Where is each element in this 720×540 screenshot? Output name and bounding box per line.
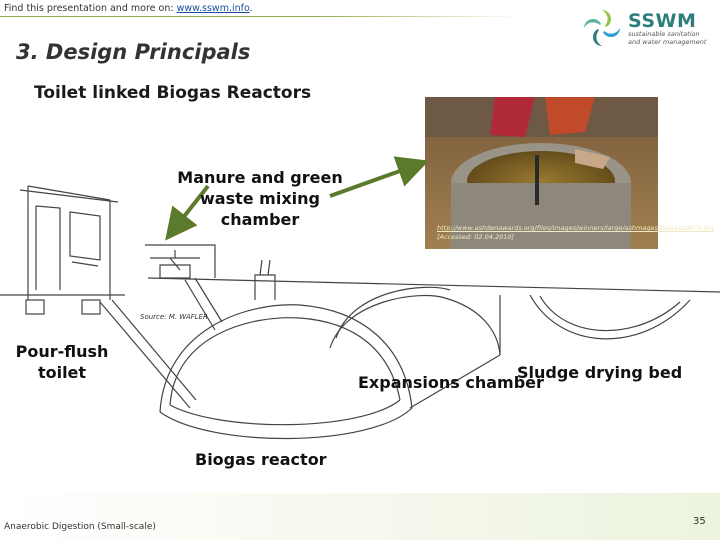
sswm-logo: SSWM sustainable sanitation and water ma… — [580, 6, 720, 52]
top-note-suffix: . — [249, 3, 253, 14]
pour-flush-label: Pour-flush toilet — [12, 341, 112, 383]
toilet-house — [19, 185, 119, 300]
manure-label-line2: waste mixing — [200, 189, 320, 208]
top-note: Find this presentation and more on: www.… — [4, 3, 253, 14]
reactor-dome — [169, 317, 401, 406]
manure-label-line1: Manure and green — [177, 168, 343, 187]
logo-wordmark: SSWM — [628, 10, 697, 32]
pour-flush-line1: Pour-flush — [15, 342, 109, 361]
sswm-link[interactable]: www.sswm.info — [176, 3, 250, 14]
ground-line — [0, 277, 720, 296]
biogas-reactor-label: Biogas reactor — [195, 450, 327, 469]
manure-chamber-label: Manure and green waste mixing chamber — [170, 167, 350, 230]
manure-label-line3: chamber — [220, 210, 300, 229]
logo-subtitle-line1: sustainable sanitation — [628, 30, 700, 38]
footer-title: Anaerobic Digestion (Small-scale) — [4, 522, 156, 532]
sswm-logo-icon — [582, 8, 622, 48]
diagram-source: Source: M. WAFLER — [140, 313, 208, 321]
arrow-to-photo — [329, 156, 430, 198]
photo-credit: http://www.ashdenawards.org/files/images… — [437, 224, 714, 242]
footer-band — [0, 493, 720, 540]
logo-subtitle: sustainable sanitation and water managem… — [628, 30, 718, 46]
sludge-bed-label: Sludge drying bed — [517, 363, 683, 382]
photo-credit-accessed: [Accessed: 02.04.2010] — [437, 233, 515, 241]
reactor-floor — [159, 399, 413, 440]
top-divider — [0, 16, 520, 17]
photo-credit-link[interactable]: http://www.ashdenawards.org/files/images… — [437, 224, 714, 232]
sludge-bed-outline — [499, 294, 691, 355]
logo-subtitle-line2: and water management — [628, 37, 707, 46]
mixing-chamber — [145, 244, 216, 279]
top-note-prefix: Find this presentation and more on: — [4, 3, 177, 14]
page-number: 35 — [693, 516, 706, 527]
slide-title: 3. Design Principals — [16, 40, 251, 64]
inlet-pipe — [99, 299, 197, 409]
expansion-chamber — [329, 294, 501, 356]
expansion-chamber-label: Expansions chamber — [358, 373, 544, 392]
pour-flush-line2: toilet — [37, 363, 87, 382]
biogas-system-diagram — [0, 185, 720, 440]
arrow-to-mixing-chamber — [165, 184, 210, 241]
slide-subtitle: Toilet linked Biogas Reactors — [34, 83, 312, 103]
